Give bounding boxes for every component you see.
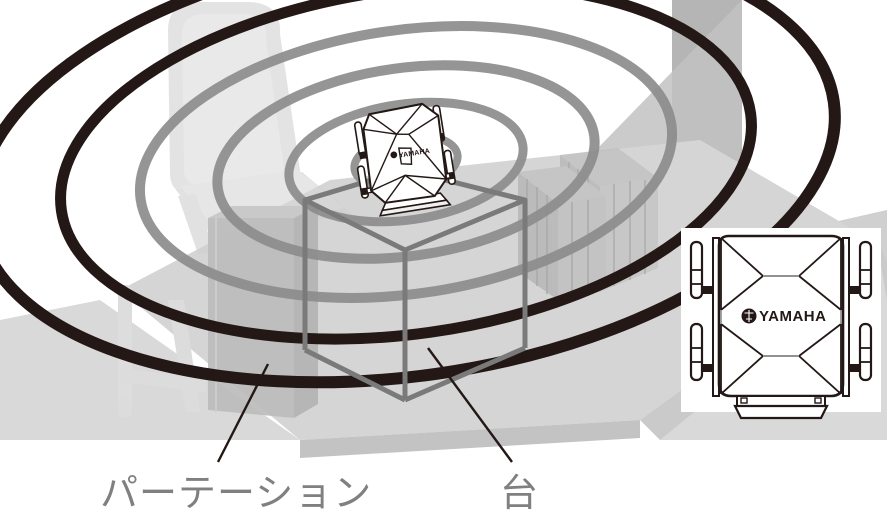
partition-face [208, 218, 294, 418]
access-point-device: YAMAHA [353, 102, 456, 217]
leader-line-partition [216, 363, 270, 463]
device-inset: YAMAHA [681, 228, 881, 420]
device-logo: YAMAHA [390, 148, 431, 160]
leader-lines [216, 347, 513, 463]
device-logo-wordmark: YAMAHA [399, 148, 431, 160]
stand-bottom-left [303, 347, 407, 403]
desk-leg-foot [118, 398, 132, 416]
wave-ring-2 [284, 97, 528, 227]
device-facets [363, 103, 447, 204]
radio-waves [0, 0, 841, 389]
chair-backrest-inner [182, 14, 284, 186]
book-block-front-top [518, 166, 606, 204]
back-panel-tall-side [742, 0, 887, 243]
wave-ring-4 [134, 21, 678, 303]
desk-front-edge [300, 420, 640, 458]
wave-ring-6-dark [0, 0, 841, 389]
stand-bottom-right [404, 345, 526, 403]
inset-device-foot [733, 395, 829, 420]
desk-leg-crossbar [120, 368, 206, 392]
wave-ring-5-dark [55, 0, 757, 345]
inset-logo-wordmark: YAMAHA [759, 308, 826, 325]
inset-device-facets [720, 237, 842, 395]
device-body [362, 102, 448, 204]
book-block-back-top [560, 148, 658, 187]
leader-line-stand [427, 347, 513, 463]
label-partition: パーテーション [100, 471, 372, 515]
wave-ring-3 [212, 60, 600, 264]
label-stand: 台 [500, 471, 539, 515]
inset-device-logo: YAMAHA [741, 308, 826, 325]
inset-antenna-left-lower [689, 322, 725, 382]
